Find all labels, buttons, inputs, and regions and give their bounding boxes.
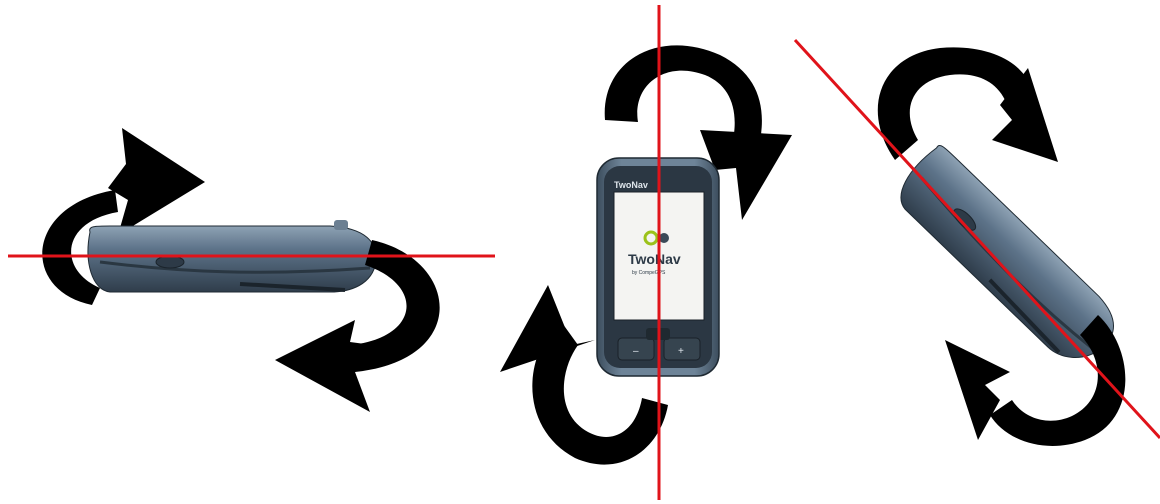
device-brand-label: TwoNav [614,180,648,190]
right-rotation-group [795,40,1160,446]
screen-logo-text: TwoNav [628,251,681,267]
minus-button-label: – [633,346,639,357]
center-rotation-group: TwoNav TwoNav by CompeGPS – + [500,5,792,500]
rotation-arrow-icon [108,128,205,235]
plus-button-label: + [678,346,684,357]
left-rotation-group [8,128,495,412]
screen-logo-subtext: by CompeGPS [632,270,666,276]
